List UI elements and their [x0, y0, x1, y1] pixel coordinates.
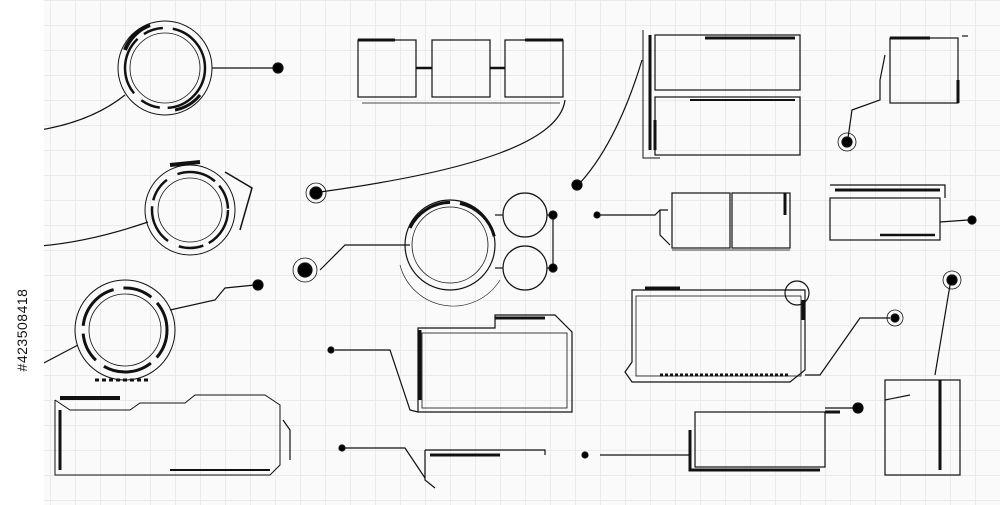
hud-stacked-frames	[571, 30, 801, 191]
hud-frame-right-middle	[829, 184, 977, 241]
hud-three-boxes	[305, 38, 566, 204]
stock-id-label: #423508418	[14, 288, 30, 372]
hud-circle-3	[22, 279, 264, 382]
hud-double-box	[593, 192, 791, 251]
hud-circle-1	[22, 20, 284, 143]
stock-sidebar: #423508418	[0, 0, 44, 505]
hud-frame-corner-right	[884, 270, 962, 476]
hud-frame-bottom-right	[581, 402, 864, 472]
hud-circle-cluster	[292, 192, 558, 307]
hud-square-top-right	[837, 35, 968, 152]
hud-frame-center-large	[327, 314, 573, 413]
hud-frame-right-large	[624, 280, 904, 383]
hud-frame-bottom-center	[338, 444, 546, 489]
hud-circle-2	[29, 160, 253, 256]
hud-frame-wide-bottom	[54, 394, 291, 476]
